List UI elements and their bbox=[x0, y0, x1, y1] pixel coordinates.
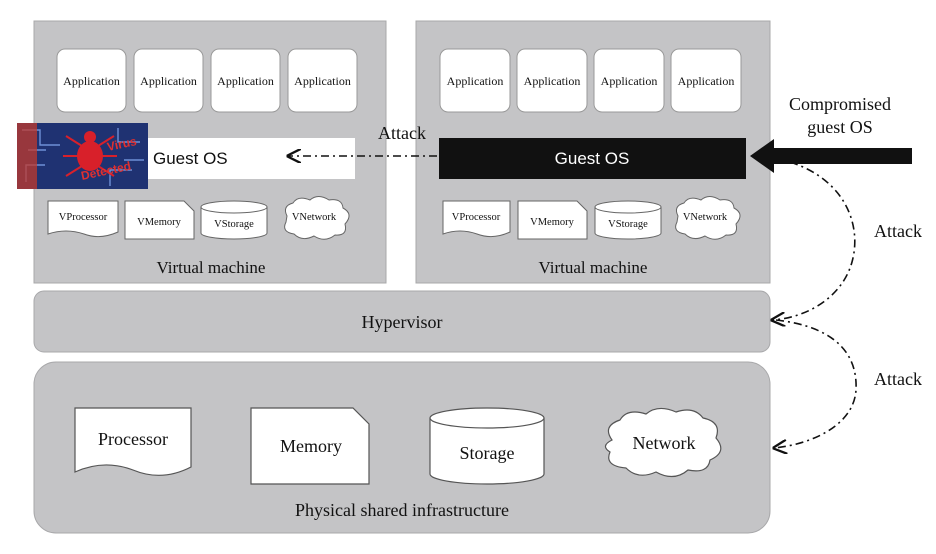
processor-icon: Processor bbox=[74, 407, 192, 476]
vprocessor-icon: VProcessor bbox=[442, 200, 511, 238]
attack-hypervisor-annotation: Attack bbox=[772, 161, 922, 320]
application-label: Application bbox=[63, 74, 120, 88]
application-label: Application bbox=[678, 74, 735, 88]
memory-icon: Memory bbox=[250, 407, 370, 485]
application-box: Application bbox=[210, 48, 281, 113]
vprocessor-icon: VProcessor bbox=[47, 200, 119, 238]
network-icon: Network bbox=[604, 407, 722, 478]
vnetwork-icon: VNetwork bbox=[675, 196, 741, 240]
vmemory-label: VMemory bbox=[137, 217, 181, 228]
application-box: Application bbox=[593, 48, 665, 113]
storage-icon: Storage bbox=[429, 407, 545, 485]
application-box: Application bbox=[516, 48, 588, 113]
compromised-label-line2: guest OS bbox=[807, 117, 873, 137]
virtual-machine-right: Application Application Application Appl… bbox=[415, 20, 771, 284]
attack-hypervisor-label: Attack bbox=[874, 221, 922, 241]
application-label: Application bbox=[524, 74, 581, 88]
attack-physical-arrow bbox=[774, 319, 857, 448]
vstorage-icon: VStorage bbox=[594, 200, 662, 240]
application-box: Application bbox=[56, 48, 127, 113]
memory-label: Memory bbox=[280, 436, 342, 456]
network-label: Network bbox=[633, 433, 696, 453]
physical-infrastructure-label: Physical shared infrastructure bbox=[295, 500, 509, 520]
virtual-machine-left: Application Application Application Appl… bbox=[17, 20, 387, 284]
virtual-machine-label: Virtual machine bbox=[157, 258, 266, 277]
storage-label: Storage bbox=[460, 443, 515, 463]
vstorage-label: VStorage bbox=[214, 219, 254, 230]
application-label: Application bbox=[217, 74, 274, 88]
vprocessor-label: VProcessor bbox=[452, 212, 501, 223]
vstorage-label: VStorage bbox=[608, 219, 648, 230]
vmemory-label: VMemory bbox=[530, 217, 574, 228]
vnetwork-icon: VNetwork bbox=[284, 196, 350, 240]
application-label: Application bbox=[447, 74, 504, 88]
virtual-machine-label: Virtual machine bbox=[539, 258, 648, 277]
vnetwork-label: VNetwork bbox=[292, 212, 337, 223]
application-label: Application bbox=[140, 74, 197, 88]
virus-badge-line1: Virus bbox=[106, 134, 138, 154]
vstorage-icon: VStorage bbox=[200, 200, 268, 240]
vmemory-icon: VMemory bbox=[517, 200, 588, 240]
compromised-annotation: Compromised guest OS bbox=[750, 94, 912, 173]
attack-hypervisor-arrow bbox=[772, 161, 856, 320]
application-box: Application bbox=[287, 48, 358, 113]
guest-os-box bbox=[148, 138, 355, 179]
hypervisor-layer: Hypervisor bbox=[33, 290, 771, 353]
attack-vm-label: Attack bbox=[378, 123, 426, 143]
compromised-label-line1: Compromised bbox=[789, 94, 891, 114]
guest-os-label: Guest OS bbox=[555, 149, 630, 168]
processor-label: Processor bbox=[98, 429, 168, 449]
vprocessor-label: VProcessor bbox=[59, 212, 108, 223]
application-label: Application bbox=[294, 74, 351, 88]
compromised-guest-os-box bbox=[439, 138, 746, 179]
application-label: Application bbox=[601, 74, 658, 88]
guest-os-label: Guest OS bbox=[153, 149, 228, 168]
compromised-arrow bbox=[750, 139, 912, 173]
hypervisor-label: Hypervisor bbox=[362, 312, 443, 332]
vmemory-icon: VMemory bbox=[124, 200, 195, 240]
attack-physical-label: Attack bbox=[874, 369, 922, 389]
virus-detected-badge: Virus Detected bbox=[17, 123, 148, 189]
application-box: Application bbox=[133, 48, 204, 113]
attack-vm-annotation: Attack bbox=[288, 123, 437, 156]
application-box: Application bbox=[439, 48, 511, 113]
vnetwork-label: VNetwork bbox=[683, 212, 728, 223]
physical-infrastructure-layer: Processor Memory Storage Network Physica… bbox=[33, 361, 771, 534]
application-box: Application bbox=[670, 48, 742, 113]
attack-physical-annotation: Attack bbox=[774, 319, 922, 448]
